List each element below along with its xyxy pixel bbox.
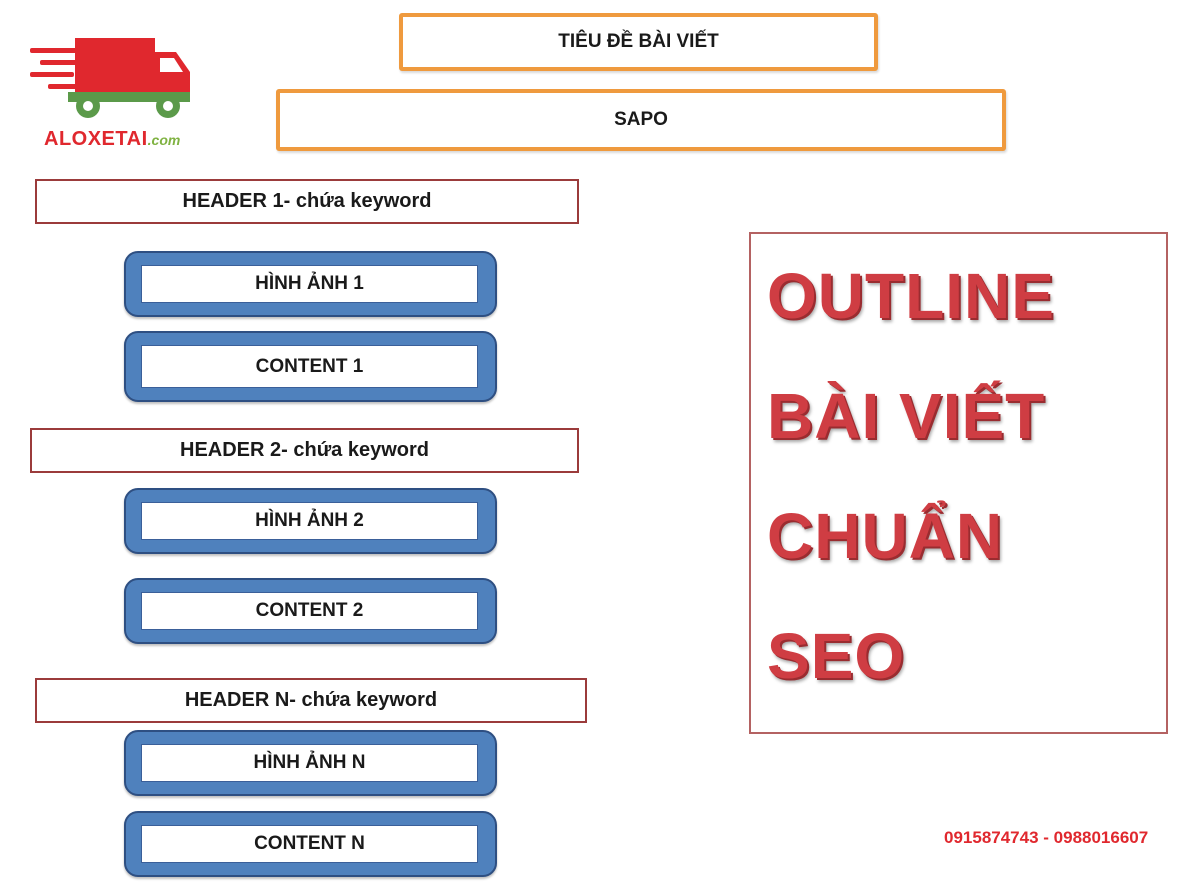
outline-title-line: BÀI VIẾT: [767, 380, 1046, 452]
header-box-n: HEADER N- chứa keyword: [35, 678, 587, 723]
outline-title-line: SEO: [767, 620, 906, 692]
image-label: HÌNH ẢNH N: [253, 752, 366, 773]
content-label: CONTENT 2: [255, 600, 364, 621]
content-box-n: CONTENT N: [124, 811, 497, 877]
contact-phones: 0915874743 - 0988016607: [944, 828, 1149, 847]
sapo-box: SAPO: [276, 89, 1006, 151]
image-box-1: HÌNH ẢNH 1: [124, 251, 497, 317]
image-box-2: HÌNH ẢNH 2: [124, 488, 497, 554]
content-box-2: CONTENT 2: [124, 578, 497, 644]
header-box-1: HEADER 1- chứa keyword: [35, 179, 579, 224]
sapo-box-label: SAPO: [614, 109, 668, 130]
outline-title-line: OUTLINE: [767, 260, 1055, 332]
content-label: CONTENT 1: [255, 355, 364, 377]
image-label: HÌNH ẢNH 1: [255, 273, 364, 294]
delivery-truck-icon: [30, 38, 190, 118]
header-label: HEADER N- chứa keyword: [184, 689, 438, 711]
header-label: HEADER 1- chứa keyword: [182, 190, 432, 212]
logo-brand-text: ALOXETAI.com: [44, 128, 181, 150]
image-label: HÌNH ẢNH 2: [255, 510, 364, 531]
title-box: TIÊU ĐỀ BÀI VIẾT: [399, 13, 878, 71]
outline-title-box: OUTLINE BÀI VIẾT CHUẨN SEO: [749, 232, 1168, 734]
content-box-1: CONTENT 1: [124, 331, 497, 402]
header-label: HEADER 2- chứa keyword: [180, 439, 429, 461]
aloxetai-logo: ALOXETAI.com: [30, 30, 220, 155]
image-box-n: HÌNH ẢNH N: [124, 730, 497, 796]
content-label: CONTENT N: [254, 833, 365, 854]
outline-title-line: CHUẨN: [767, 500, 1004, 572]
header-box-2: HEADER 2- chứa keyword: [30, 428, 579, 473]
title-box-label: TIÊU ĐỀ BÀI VIẾT: [558, 31, 719, 52]
